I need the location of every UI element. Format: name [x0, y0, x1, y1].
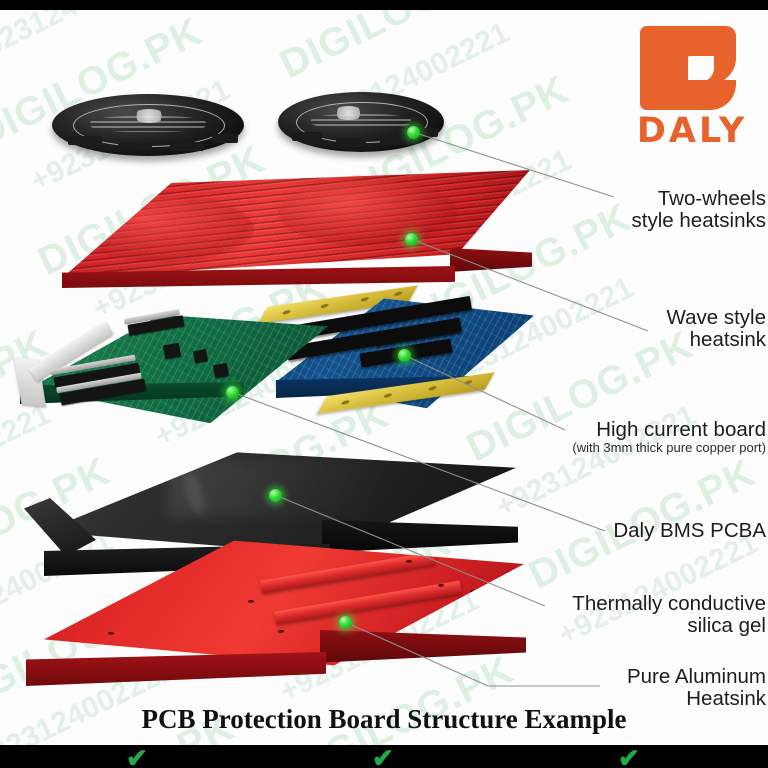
callout-label-daly-bms-pcba: Daly BMS PCBA — [613, 519, 766, 542]
anchor-dot — [269, 489, 282, 502]
anchor-dot — [339, 616, 352, 629]
letterbox-bar-bottom: ✔ ✔ ✔ — [0, 743, 768, 768]
diagram-caption: PCB Protection Board Structure Example — [141, 704, 627, 734]
check-icon: ✔ — [126, 743, 148, 768]
daly-l-mark-icon — [640, 26, 736, 110]
anchor-dot — [407, 126, 420, 139]
callout-label-thermally-conductive-silica-gel: Thermally conductive silica gel — [572, 592, 766, 638]
check-icon: ✔ — [372, 743, 394, 768]
anchor-dot — [398, 349, 411, 362]
watermark-phone: +923124002221 — [242, 10, 457, 24]
letterbox-bar-top — [0, 0, 768, 10]
anchor-dot — [405, 233, 418, 246]
daly-wordmark: DALY — [636, 111, 748, 151]
anchor-dot — [226, 386, 239, 399]
watermark-site: DIGILOG.PK — [273, 10, 514, 88]
callout-label-wave-style-heatsink: Wave style heatsink — [666, 306, 767, 352]
watermark-phone: +923124002221 — [0, 10, 178, 81]
two-wheels-style-heatsink-disc-right — [278, 92, 444, 152]
two-wheels-style-heatsink-disc-left — [52, 94, 244, 156]
callout-label-two-wheels-style-heatsinks: Two-wheels style heatsinks — [631, 187, 766, 233]
callout-label-pure-aluminum-heatsink: Pure Aluminum Heatsink — [626, 665, 766, 711]
check-icon: ✔ — [618, 743, 640, 768]
callout-label-high-current-board: High current board (with 3mm thick pure … — [572, 418, 766, 456]
daly-logo: DALY — [626, 26, 758, 150]
